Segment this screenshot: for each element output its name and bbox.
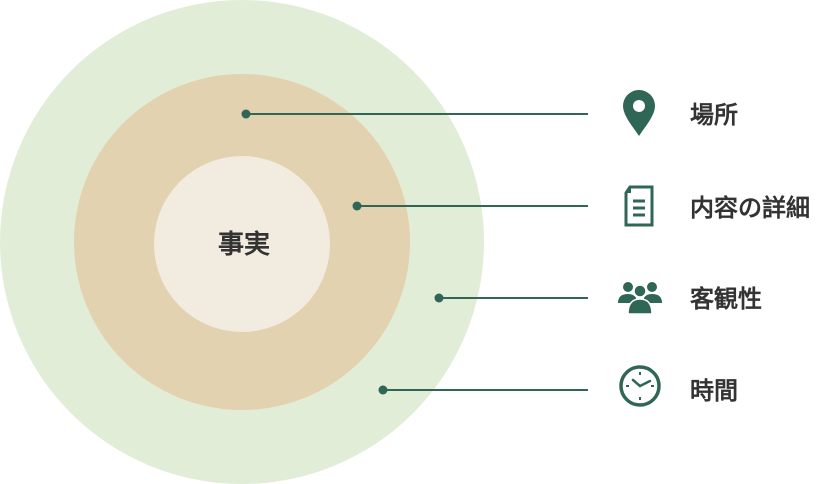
document-icon bbox=[624, 185, 654, 227]
connector-location bbox=[241, 109, 588, 119]
people-icon bbox=[618, 282, 662, 315]
inner-circle bbox=[154, 156, 330, 332]
label-location: 場所 bbox=[690, 101, 738, 129]
center-label: 事実 bbox=[218, 229, 270, 260]
connector-details bbox=[352, 201, 588, 211]
clock-icon bbox=[619, 365, 661, 407]
label-details: 内容の詳細 bbox=[690, 194, 810, 222]
label-time: 時間 bbox=[690, 377, 738, 405]
connector-objectivity bbox=[434, 293, 588, 303]
map-pin-icon bbox=[623, 90, 655, 136]
connector-time bbox=[378, 385, 588, 395]
label-objectivity: 客観性 bbox=[690, 285, 762, 313]
